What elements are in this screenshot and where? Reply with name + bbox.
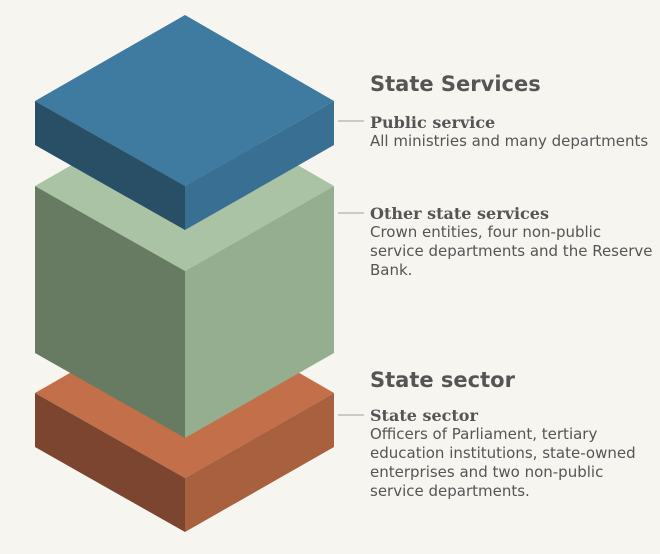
block-public-service-right — [185, 101, 334, 230]
block-public-service-top — [35, 15, 334, 186]
tier-description: Officers of Parliament, tertiary educati… — [370, 425, 636, 500]
block-state-sector-right — [185, 393, 334, 532]
heading-state-services: State Services — [370, 72, 541, 96]
tier-title: State sector — [370, 406, 478, 425]
tier-title: Other state services — [370, 204, 549, 223]
tier-label-state-sector: State sector Officers of Parliament, ter… — [370, 406, 655, 501]
tier-label-public-service: Public service All ministries and many d… — [370, 113, 655, 151]
tier-description: Crown entities, four non-public service … — [370, 223, 653, 279]
tier-title: Public service — [370, 113, 496, 132]
block-public-service — [35, 15, 334, 230]
tier-description: All ministries and many departments — [370, 132, 649, 150]
block-other-state-services-right — [185, 186, 334, 438]
tier-label-other-state-services: Other state services Crown entities, fou… — [370, 204, 655, 280]
block-public-service-left — [35, 101, 185, 230]
block-other-state-services-left — [35, 186, 185, 438]
block-state-sector-left — [35, 393, 185, 532]
heading-state-sector: State sector — [370, 368, 515, 392]
